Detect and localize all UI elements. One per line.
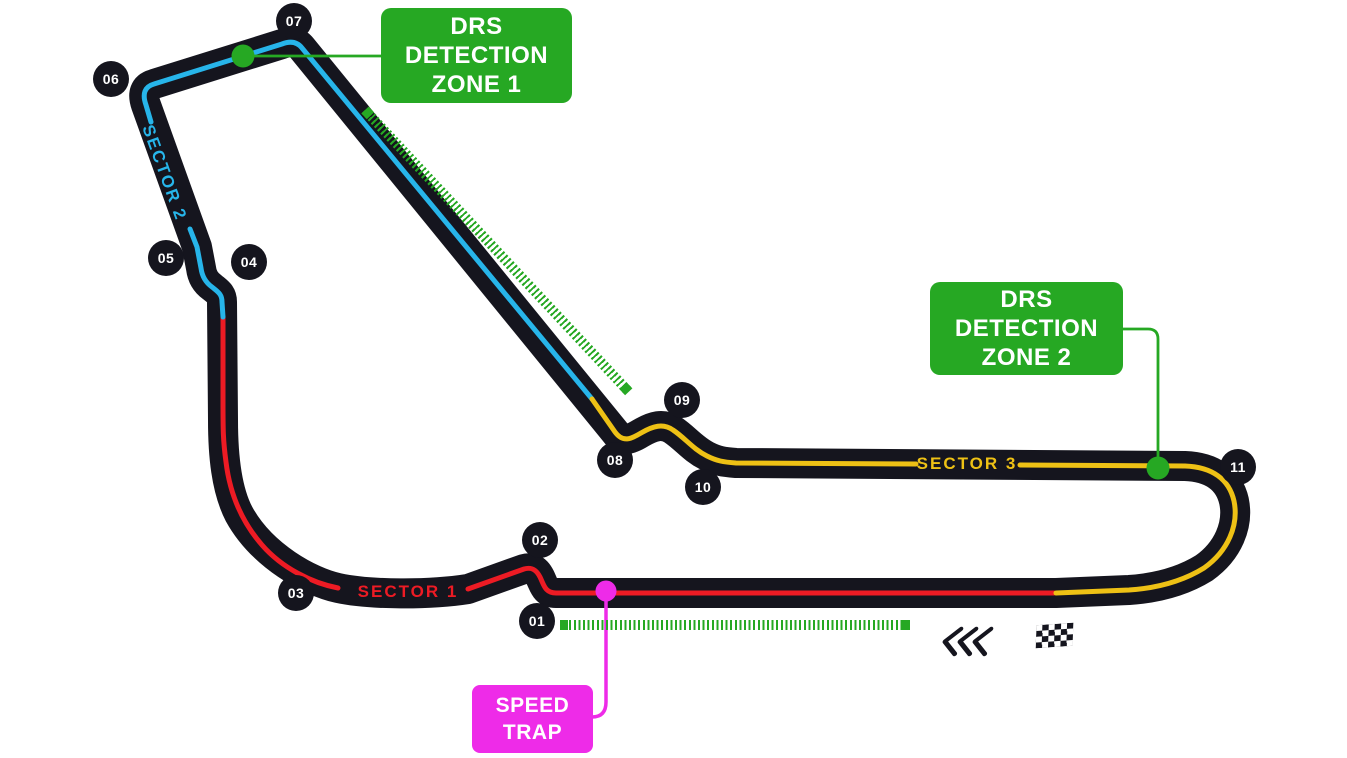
checkered-flag-icon (1035, 622, 1074, 649)
sector1-label: SECTOR 1 (357, 582, 459, 601)
sector3-line (589, 396, 1238, 596)
speed-trap-line1: SPEED (495, 693, 570, 717)
speed-trap-connector-line (591, 596, 608, 719)
drs1-line2: DETECTION (404, 41, 549, 69)
drs-zone2-hatch (560, 620, 910, 630)
turn-marker-11: 11 (1220, 449, 1256, 485)
turn-marker-07: 07 (276, 3, 312, 39)
turn-marker-02: 02 (522, 522, 558, 558)
drs1-detection-dot-icon (231, 44, 255, 68)
turn-marker-08: 08 (597, 442, 633, 478)
turn-marker-01: 01 (519, 603, 555, 639)
speed-trap-line2: TRAP (502, 721, 563, 744)
turn-marker-09: 09 (664, 382, 700, 418)
drs2-line1: DRS (1000, 285, 1053, 313)
sector2-line (141, 39, 595, 402)
turn-marker-10: 10 (685, 469, 721, 505)
turn-marker-06: 06 (93, 61, 129, 97)
sector1-line (220, 314, 1057, 596)
drs1-line1: DRS (450, 12, 503, 40)
drs-detection-zone1-callout: DRS DETECTION ZONE 1 (381, 8, 572, 103)
speed-trap-callout: SPEED TRAP (472, 685, 593, 753)
turn-marker-04: 04 (231, 244, 267, 280)
drs2-connector-line (1123, 327, 1160, 458)
turn-marker-03: 03 (278, 575, 314, 611)
sector3-label: SECTOR 3 (916, 454, 1018, 473)
drs2-line2: DETECTION (954, 314, 1099, 342)
drs1-line3: ZONE 1 (431, 71, 522, 99)
drs2-line3: ZONE 2 (981, 344, 1072, 372)
turn-marker-05: 05 (148, 240, 184, 276)
drs-detection-zone2-callout: DRS DETECTION ZONE 2 (930, 282, 1123, 375)
drs2-detection-dot-icon (1146, 456, 1170, 480)
direction-arrows-icon (942, 626, 994, 657)
speed-trap-dot-icon (595, 580, 617, 602)
